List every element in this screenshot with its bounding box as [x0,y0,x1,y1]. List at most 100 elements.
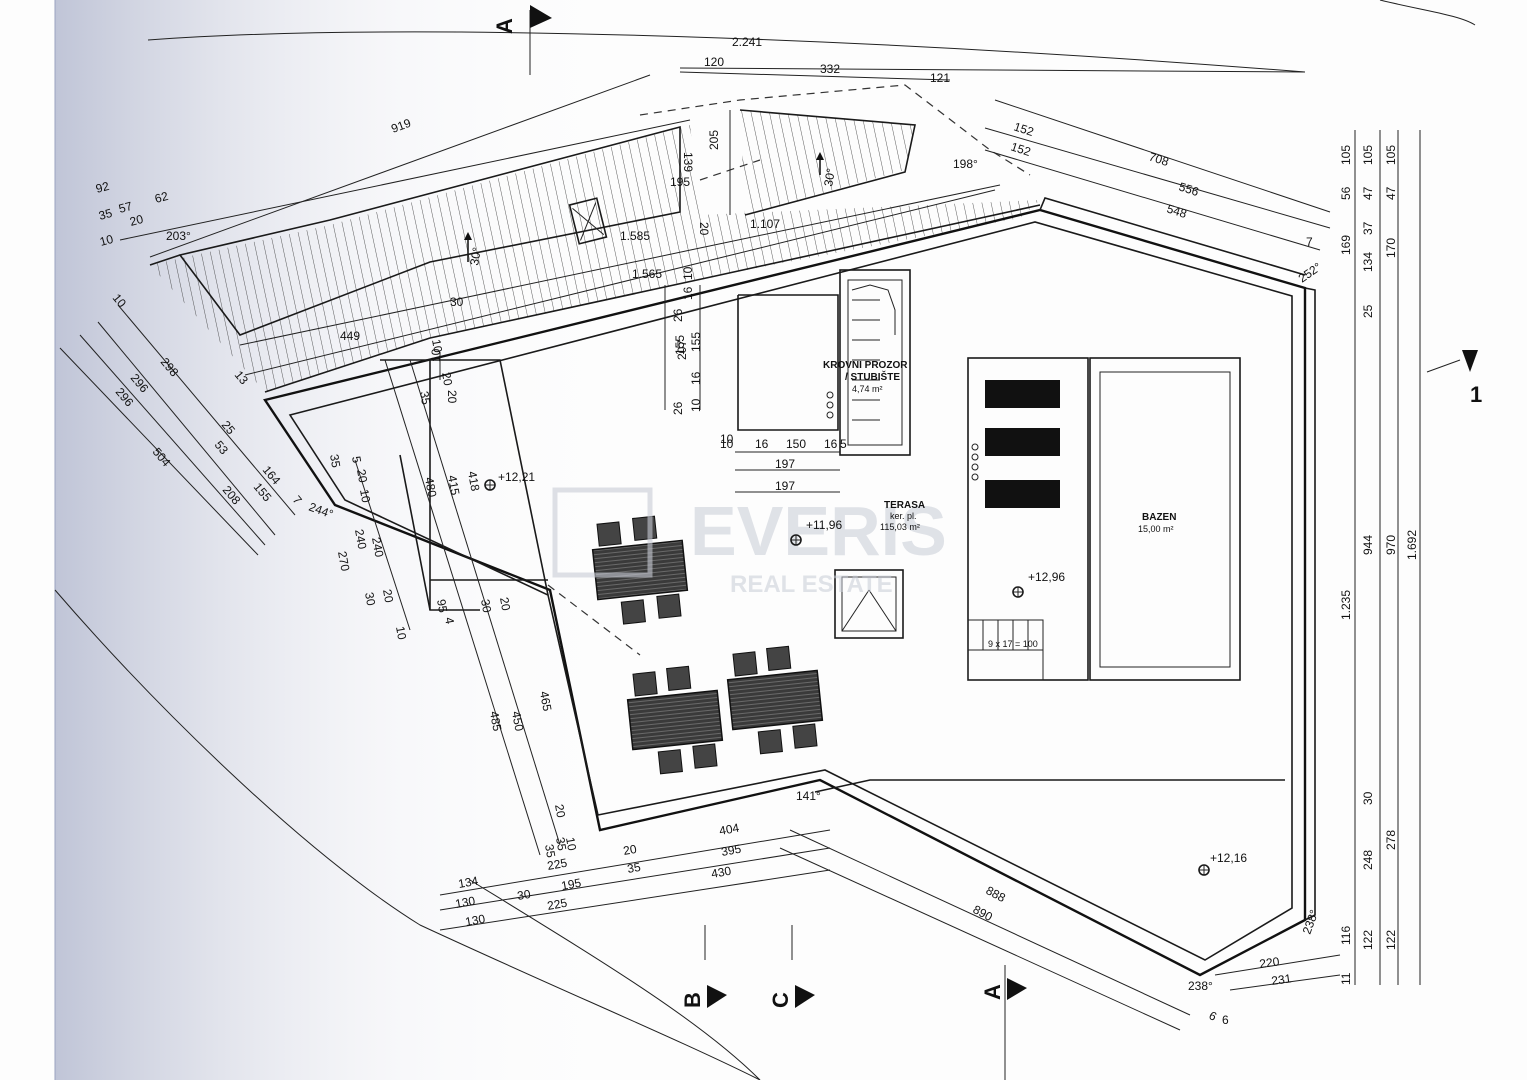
dimension-label: 10 [689,398,703,412]
dimension-label: 195 [670,175,690,189]
dimension-label: 56 [1339,186,1353,200]
dimension-label: 10 [563,836,579,852]
dimension-label: 270 [335,550,352,572]
angle-label: 141° [796,789,821,803]
dimension-label: 16 [755,437,769,451]
terrace-subtitle: ker. pl. [890,511,917,521]
skylight-stair [737,269,911,639]
dimension-label: 240 [352,528,369,550]
elevation-label: +11,96 [806,518,842,532]
dimension-label: 418 [465,470,482,492]
watermark-sub: REAL ESTATE [730,571,893,598]
dimension-label: 20 [697,222,711,236]
terrace-title: TERASA [884,500,925,511]
dimension-label: 220 [1258,954,1280,971]
dimension-label: 30 [516,887,532,903]
dimension-label: 970 [1384,535,1398,555]
skylight-area: 4,74 m² [852,384,883,394]
section-mark: A [980,984,1005,1000]
dimension-label: 20 [380,588,396,604]
dimension-label: 10 [357,488,373,504]
dimension-label: 25 [1361,304,1375,318]
dimension-label: 278 [1384,830,1398,850]
dining-set-1 [591,515,689,625]
dimension-label: 16 [824,437,838,451]
dimension-label: 197 [775,479,795,493]
dimension-label: 332 [820,62,840,76]
dimension-label: 10 [681,266,695,280]
dimension-label: 35 [553,836,569,852]
dimension-label: 430 [710,864,732,881]
dimension-label: 708 [1147,150,1171,170]
dimension-label: 20 [354,468,370,484]
dimension-label: 415 [445,474,462,496]
roof-area [149,109,1041,393]
dimension-label: 152 [1009,140,1033,160]
dimension-label: 225 [546,896,568,913]
dimension-label: 105 [1384,145,1398,165]
angle-label: 198° [953,157,978,171]
dimension-label: 7 [1306,235,1313,249]
dimension-label: 449 [340,329,360,343]
dimension-label: 150 [786,437,806,451]
dimension-label: 30 [450,295,464,309]
dimension-label: 26 [671,401,685,415]
dimension-label: 231 [1270,971,1292,988]
dimension-label: 485 [487,710,504,732]
dimension-label: 919 [389,116,413,136]
stairs-note: 9 x 17 = 100 [988,639,1038,649]
slope-label: 30° [821,167,838,188]
dimension-label: 105 [1361,145,1375,165]
terrace-area: 115,03 m² [880,522,920,532]
section-mark: B [680,992,705,1008]
section-mark: A [492,18,517,34]
elevation-label: +12,96 [1028,570,1065,584]
dimension-label: 404 [718,821,740,838]
dimension-label: 35 [417,390,433,406]
dimension-label: 1.692 [1405,530,1419,560]
dimension-label: 20 [128,212,145,229]
pool-area: 15,00 m² [1138,524,1174,534]
section-mark: C [768,992,793,1008]
dimension-lines [59,67,1421,1031]
dimension-label: 197 [775,457,795,471]
dimension-label: 134 [457,874,479,891]
dimension-label: 2.241 [732,35,762,49]
dimension-label: 225 [546,856,568,873]
dimension-label: 10 [429,338,445,354]
dimension-label: 130 [454,894,476,911]
dimension-label: 122 [1384,930,1398,950]
dimension-label: 1.585 [620,229,650,243]
dimension-label: 105 [1339,145,1353,165]
dimension-label: 116 [1339,926,1353,945]
skylight-subtitle: / STUBIŠTE [845,370,900,383]
dimension-label: 122 [1361,930,1375,950]
slope-label: 30° [467,246,484,266]
dimension-label: 5 [349,455,364,464]
angle-label: 238° [1188,979,1213,993]
section-markers: A 1 B C A [492,5,1482,1080]
section-mark-edge: 1 [1470,382,1482,407]
dimension-label: 10 [98,232,115,249]
elevation-markers: +12,21 +11,96 +12,96 +12,16 [484,470,1247,876]
dimension-label: 10 [393,625,409,641]
dimension-label: 395 [720,842,742,859]
room-labels: KROVNI PROZOR / STUBIŠTE 4,74 m² TERASA … [823,360,1176,649]
dimension-label: 155 [689,332,703,352]
dimension-label: 6 [1222,1013,1229,1027]
terrain-contours [54,0,1476,1080]
dimension-label: 205 [707,130,721,150]
angle-label: 203° [166,229,191,243]
dimension-label: 480 [422,476,439,498]
dimension-label: 120 [704,55,724,69]
dimension-label: 1.565 [632,267,662,281]
dimension-label: 130 [464,912,486,929]
watermark-main: EVERIS [690,492,947,570]
dimension-label: 556 [1177,180,1201,200]
dimension-label: 16 [681,286,695,300]
dimension-label: 92 [94,179,111,196]
dimension-label: 10 [720,437,734,451]
dimension-label: 240 [369,536,386,558]
dimension-label: 20 [622,842,638,858]
